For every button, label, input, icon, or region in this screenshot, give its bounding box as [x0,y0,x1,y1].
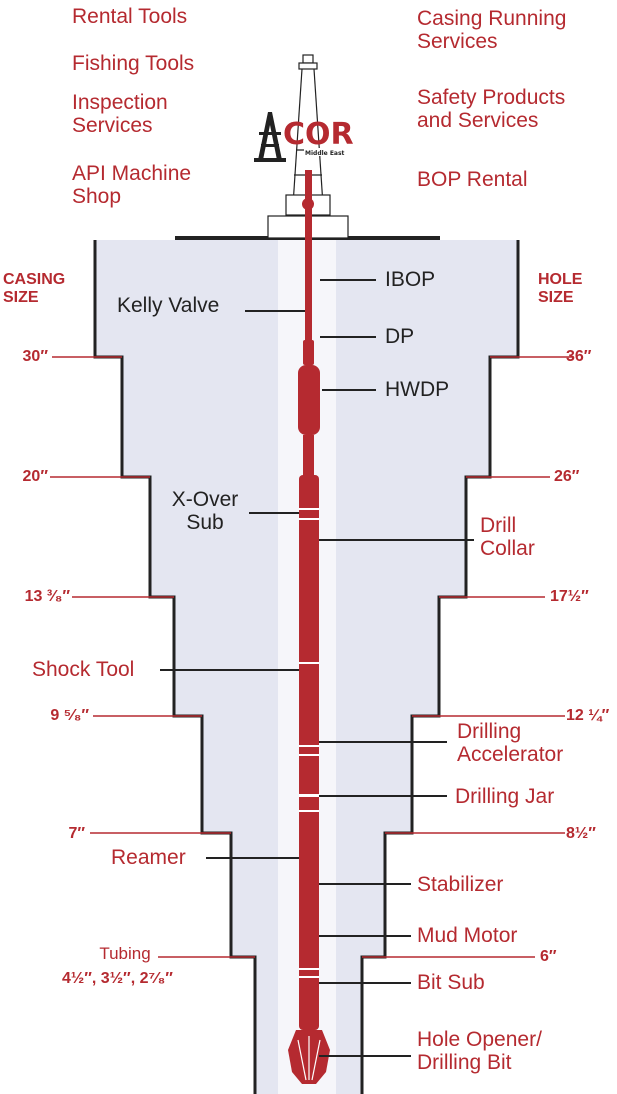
casing-size-7: 7″ [68,825,85,842]
service-api-machine-shop: API Machine Shop [72,162,192,209]
string-joints [299,508,319,978]
service-bop-rental: BOP Rental [417,168,528,191]
hole-size-17-1-2: 17½″ [550,588,589,605]
tubing-label: Tubing [99,944,151,963]
dp-section [303,340,314,365]
collar-section [299,475,319,1030]
service-inspection: Inspection Services [72,91,168,138]
derrick-logo-icon [254,112,286,162]
service-fishing-tools: Fishing Tools [72,52,195,75]
casing-size-13-3-8: 13 ³⁄₈″ [24,588,70,605]
svg-text:Middle East: Middle East [305,150,345,157]
label-kelly-valve: Kelly Valve [117,294,220,317]
service-safety-products: Safety Products and Services [417,86,566,133]
label-bit-sub: Bit Sub [417,971,485,994]
hole-size-header: HOLE SIZE [538,271,583,307]
service-casing-running: Casing Running Services [417,7,567,54]
size-ticks [50,356,572,958]
kelly-pipe [305,170,312,340]
service-rental-tools: Rental Tools [72,5,188,28]
hole-size-6: 6″ [540,948,557,965]
cor-logo: COR Middle East [283,117,360,157]
svg-text:COR: COR [283,117,354,152]
hole-size-26: 26″ [554,468,580,485]
casing-outline-left [93,240,257,1094]
hwdp-tube [303,435,314,475]
casing-size-header: CASING SIZE [3,271,66,307]
tubing-sizes: 4½″, 3½″, 2⁷⁄₈″ [62,970,173,987]
label-hole-opener-drilling-bit: Hole Opener/ Drilling Bit [417,1028,542,1075]
hole-size-12-1-4: 12 ¼″ [566,707,610,724]
label-drilling-jar: Drilling Jar [455,785,555,808]
casing-size-30: 30″ [22,348,48,365]
label-reamer: Reamer [111,846,186,869]
label-ibop: IBOP [385,268,436,291]
hwdp-section [298,365,320,435]
kelly-valve-knob [302,198,314,210]
label-stabilizer: Stabilizer [417,873,504,896]
label-mud-motor: Mud Motor [417,924,518,947]
label-shock-tool: Shock Tool [32,658,135,681]
label-drill-collar: Drill Collar [480,514,535,561]
label-drilling-accelerator: Drilling Accelerator [457,720,564,767]
label-x-over-sub: X-Over Sub [171,488,239,535]
bit-cutters [297,1036,321,1081]
hole-size-8-1-2: 8½″ [566,825,596,842]
casing-size-9-5-8: 9 ⁵⁄₈″ [50,707,89,724]
casing-size-20: 20″ [22,468,48,485]
component-callouts [160,279,474,1057]
label-dp: DP [385,325,415,348]
label-hwdp: HWDP [385,378,450,401]
hole-size-36: 36″ [566,348,592,365]
